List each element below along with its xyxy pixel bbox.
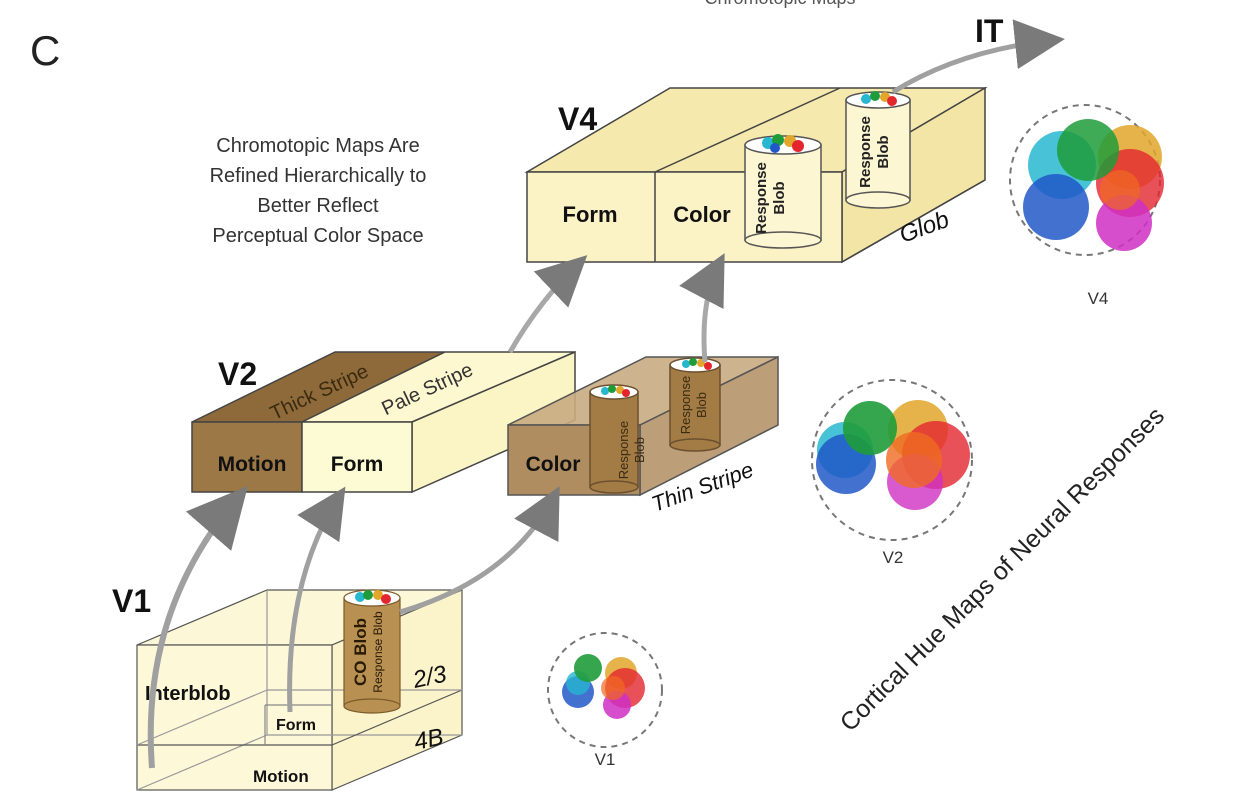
v4-blob-2-label: Response Blob	[857, 116, 892, 188]
v1-response-blob-text: Response Blob	[371, 611, 385, 693]
v2-blob-1-label: Response Blob	[616, 421, 647, 480]
v2-main-block	[191, 350, 576, 494]
v2-color-label: Color	[526, 453, 581, 476]
v4-blob-2-response: Response	[857, 116, 874, 188]
headline-line-1: Chromotopic Maps Are	[216, 135, 419, 157]
hue-map-v4	[1009, 104, 1164, 256]
headline: Chromotopic Maps Are Refined Hierarchica…	[210, 135, 427, 247]
v2-blob-1-response: Response	[616, 421, 631, 480]
v1-interblob-label: Interblob	[145, 683, 231, 705]
v1-co-blob-text: CO Blob	[351, 618, 370, 686]
headline-line-4: Perceptual Color Space	[212, 225, 423, 247]
v2-thin-stripe-block	[507, 355, 779, 497]
v4-form-label: Form	[563, 202, 618, 227]
v2-response-blob-2	[669, 357, 721, 452]
v1-form-to-v2-arrow	[287, 486, 346, 713]
hue-maps-title: Cortical Hue Maps of Neural Responses	[835, 402, 1170, 737]
v4-response-blob-1	[744, 134, 822, 249]
v2-pale-front	[301, 421, 413, 493]
v1-form-label: Form	[276, 717, 316, 734]
v2-form-label: Form	[331, 453, 384, 476]
v1-block	[136, 589, 463, 791]
v2-area-label: V2	[218, 356, 257, 392]
v4-block	[524, 86, 988, 264]
it-area-label: IT	[975, 13, 1004, 49]
hue-map-v2-label: V2	[883, 548, 904, 567]
hue-map-v4-label: V4	[1088, 289, 1109, 308]
v1-motion-to-v2-arrow	[147, 485, 248, 769]
v1-co-blob	[343, 589, 401, 714]
v1-front-face	[136, 644, 333, 791]
v2-blob-2-response: Response	[678, 376, 693, 435]
cropped-top-text: Chromotopic Maps	[704, 0, 855, 8]
v4-blob-1-blob: Blob	[771, 181, 788, 214]
v2-to-v4-color-arrow	[679, 253, 725, 363]
v4-blob-1-label: Response Blob	[753, 162, 788, 234]
v4-blob-2-blob: Blob	[875, 135, 892, 168]
v2-to-v4-form-arrow	[507, 255, 588, 354]
v4-area-label: V4	[558, 101, 597, 137]
v4-blob-1-response: Response	[753, 162, 770, 234]
v2-response-blob-1	[589, 384, 639, 494]
hue-map-v1-label: V1	[595, 750, 616, 769]
v4-response-blob-2	[845, 91, 911, 209]
v1-motion-label: Motion	[253, 767, 309, 786]
v1-co-blob-label: CO Blob Response Blob	[351, 611, 385, 693]
panel-letter: C	[30, 27, 60, 74]
headline-line-3: Better Reflect	[257, 195, 379, 217]
v4-color-label: Color	[673, 202, 731, 227]
v2-blob-1-blob: Blob	[632, 437, 647, 463]
v2-blob-2-blob: Blob	[694, 392, 709, 418]
hue-map-v2	[811, 379, 973, 541]
hue-map-v1	[547, 632, 663, 748]
v1-blob-to-v2-arrow	[399, 486, 560, 615]
v2-motion-label: Motion	[218, 453, 287, 476]
v2-thick-front	[191, 421, 303, 493]
v1-layer-4b-label: 4B	[412, 723, 446, 756]
headline-line-2: Refined Hierarchically to	[210, 165, 427, 187]
v2-blob-2-label: Response Blob	[678, 376, 709, 435]
v1-area-label: V1	[112, 583, 151, 619]
it-arrow	[891, 19, 1065, 95]
